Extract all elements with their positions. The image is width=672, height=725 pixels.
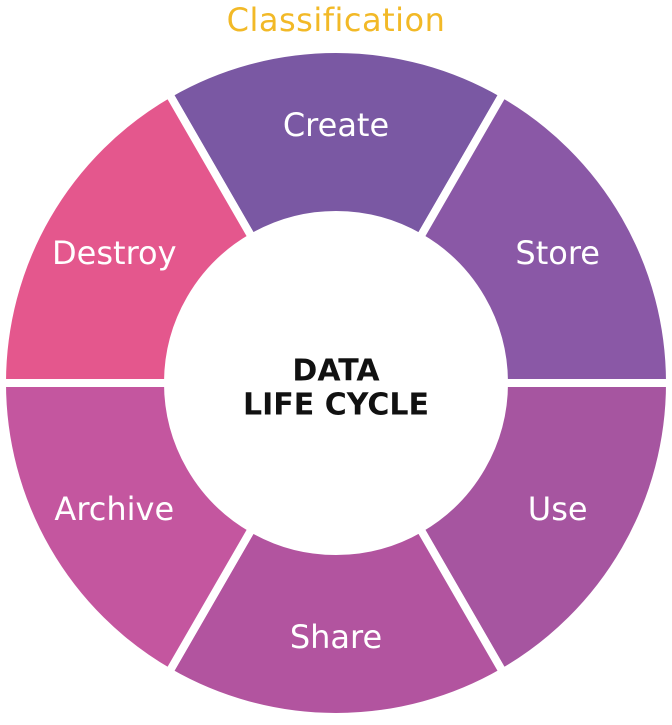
segment-label-archive: Archive (54, 490, 174, 528)
segment-label-destroy: Destroy (52, 234, 177, 272)
diagram-title: Classification (226, 1, 446, 39)
segment-label-create: Create (283, 106, 389, 144)
segment-label-share: Share (290, 618, 382, 656)
center-circle (168, 215, 504, 551)
center-title-line-1: DATA (292, 354, 380, 389)
segment-label-store: Store (515, 234, 600, 272)
center-title-line-2: LIFE CYCLE (243, 388, 429, 423)
segment-label-use: Use (528, 490, 588, 528)
